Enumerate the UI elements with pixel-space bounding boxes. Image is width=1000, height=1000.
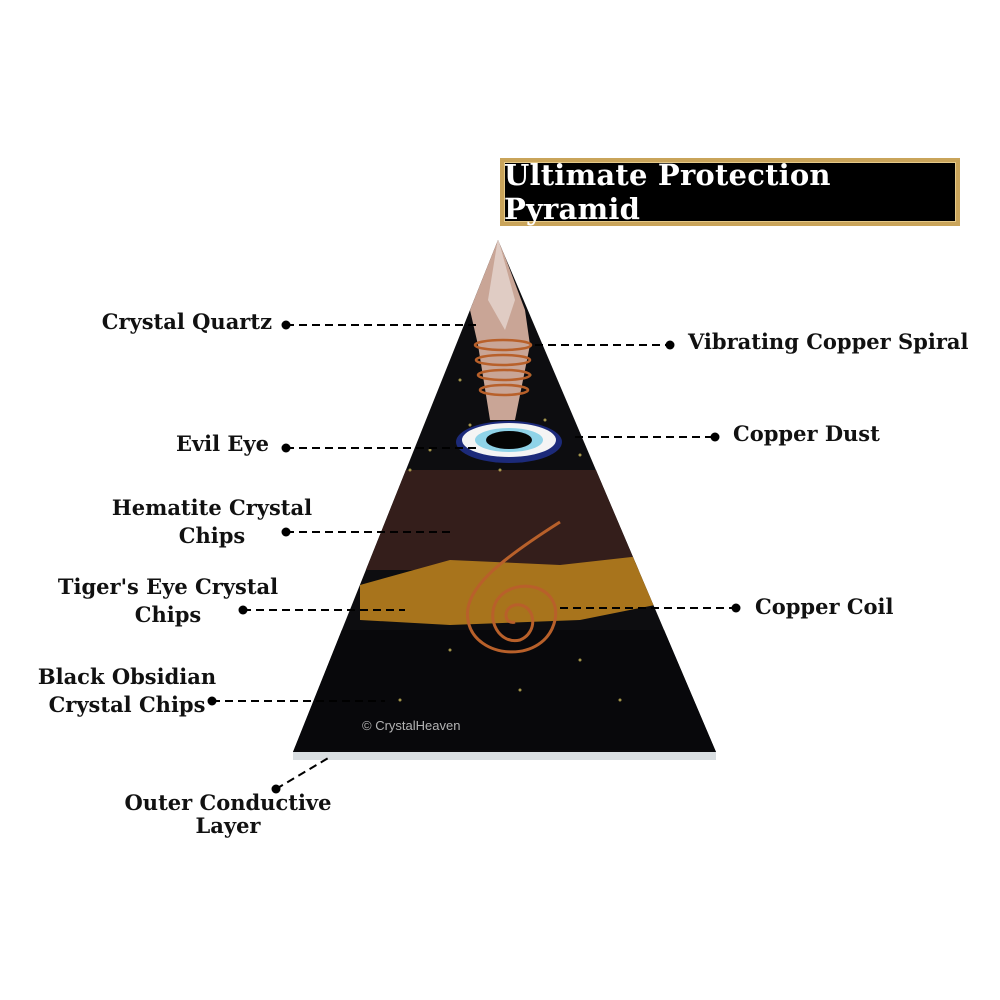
vibrating-copper-spiral [473,338,533,397]
label-outer-conductive-layer: Outer Conductive Layer [108,791,348,837]
label-obsidian-line1: Black Obsidian [37,664,217,689]
label-obsidian-line2: Crystal Chips [48,692,206,717]
outer-conductive-layer [293,752,716,760]
watermark: © CrystalHeaven [362,718,460,733]
label-vibrating-copper-spiral: Vibrating Copper Spiral [688,329,969,354]
leader-lines [212,324,736,790]
title-banner: Ultimate Protection Pyramid [500,158,960,226]
label-tigers-eye: Tiger's Eye Crystal Chips [48,573,288,629]
label-outer-line2: Layer [195,813,261,838]
label-hematite: Hematite Crystal Chips [102,494,322,550]
label-copper-coil: Copper Coil [755,594,894,619]
leader-dots [207,320,741,794]
label-tigers-eye-line1: Tiger's Eye Crystal [57,574,279,599]
label-black-obsidian: Black Obsidian Crystal Chips [17,663,237,719]
label-tigers-eye-line2: Chips [134,602,202,627]
label-hematite-line1: Hematite Crystal [111,495,313,520]
obsidian-layer [293,630,716,752]
title-text: Ultimate Protection Pyramid [504,158,831,226]
copper-coil [465,520,561,654]
label-crystal-quartz: Crystal Quartz [101,309,272,334]
label-copper-dust: Copper Dust [733,421,880,446]
label-outer-line1: Outer Conductive [124,790,332,815]
label-evil-eye: Evil Eye [175,431,269,456]
crystal-quartz [470,240,530,420]
pyramid: © CrystalHeaven [293,240,716,752]
evil-eye [456,421,562,463]
label-hematite-line2: Chips [178,523,246,548]
